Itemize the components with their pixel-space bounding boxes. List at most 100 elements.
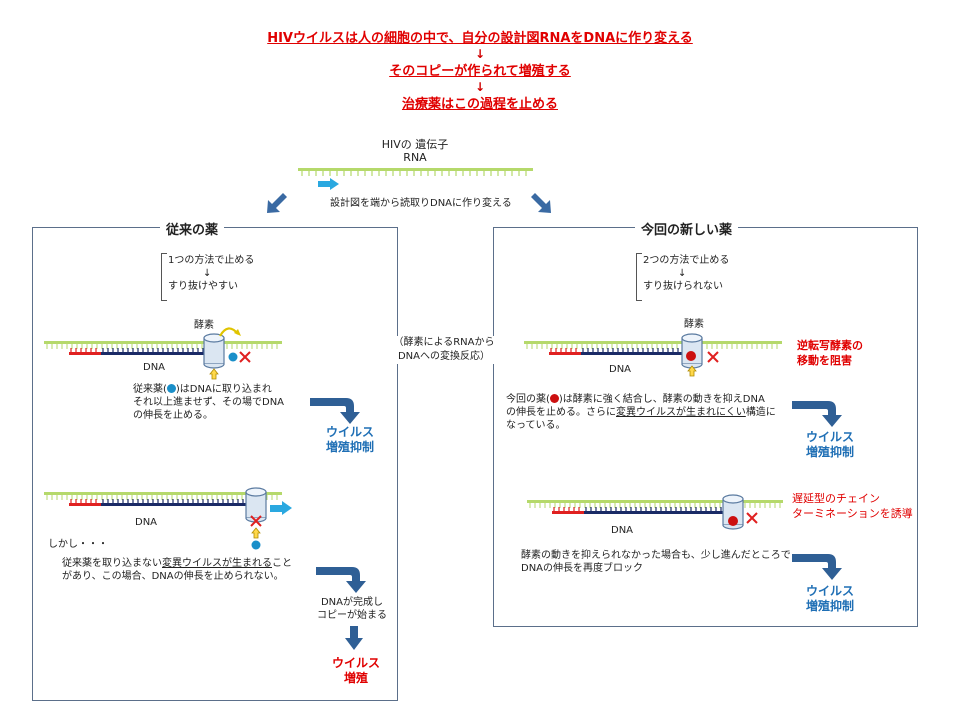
- right-strand-1-rna: [524, 341, 782, 344]
- right-desc-2: 酵素の動きを抑えられなかった場合も、少し進んだところで DNAの伸長を再度ブロッ…: [521, 549, 791, 575]
- left-desc-2-line-1a: 従来薬を取り込まない: [62, 558, 162, 569]
- right-note-1-line-1: 逆転写酵素の: [797, 339, 863, 352]
- left-cross-1-b: [239, 351, 251, 363]
- right-method-line-2: すり抜けられない: [643, 281, 723, 292]
- left-extend-arrow-body: [270, 505, 282, 512]
- left-method-line-2: すり抜けやすい: [168, 281, 238, 292]
- header-line-3: 治療薬はこの過程を止める: [401, 97, 558, 112]
- left-result-1-line-2: 増殖抑制: [326, 440, 375, 454]
- left-enzyme-label: 酵素: [194, 320, 214, 331]
- left-strand-2-primer: [69, 503, 101, 506]
- left-result-1-line-1: ウイルス: [326, 425, 375, 439]
- right-strand-1-dna: [581, 352, 690, 355]
- gene-label: HIVの 遺伝子 RNA: [340, 138, 490, 164]
- copy-begins-line-1: DNAが完成し: [320, 597, 384, 608]
- left-desc-2-line-1c: こと: [272, 558, 292, 569]
- right-result-2-line-2: 増殖抑制: [806, 599, 855, 613]
- left-down-arrow: [345, 626, 363, 650]
- left-desc-1-line-3: の伸長を止める。: [133, 410, 213, 421]
- left-panel-title: 従来の薬: [160, 219, 225, 238]
- right-new-drug-1: [686, 351, 696, 361]
- left-strand-2-rna: [44, 492, 282, 495]
- right-panel-title: 今回の新しい薬: [635, 219, 739, 238]
- left-enzyme-2-top: [245, 487, 267, 497]
- left-desc-2-line-2: があり、この場合、DNAの伸長を止められない。: [62, 571, 284, 582]
- left-old-drug-2: [251, 540, 261, 550]
- left-desc-1-line-2: それ以上進ませず、その場でDNA: [133, 397, 285, 408]
- left-bent-arrow-1: [310, 398, 360, 424]
- left-strand-1-dna: [101, 352, 212, 355]
- left-method-arrow: ↓: [203, 268, 212, 279]
- left-dna-label-1: DNA: [143, 362, 166, 373]
- left-result-2: ウイルス 増殖: [332, 656, 380, 686]
- left-method: 1つの方法で止める ↓ すり抜けやすい: [168, 254, 254, 293]
- right-result-1: ウイルス 増殖抑制: [806, 430, 854, 460]
- left-method-bracket: [161, 253, 167, 301]
- new-drug-icon: [549, 394, 559, 403]
- right-dna-label-1: DNA: [609, 364, 632, 375]
- right-method: 2つの方法で止める ↓ すり抜けられない: [643, 254, 729, 293]
- right-desc-1-line-3: なっている。: [506, 420, 566, 431]
- left-cross-2-b: [250, 515, 262, 527]
- left-result-2-line-1: ウイルス: [332, 656, 381, 670]
- copy-begins: DNAが完成し コピーが始まる: [312, 596, 392, 622]
- right-strand-2-dna: [584, 511, 730, 514]
- left-enzyme-1-top: [203, 333, 225, 343]
- left-strand-2-dna: [101, 503, 256, 506]
- left-result-1: ウイルス 増殖抑制: [326, 425, 374, 455]
- left-enzyme-rotate-head: [234, 329, 241, 336]
- split-arrow-left: [267, 193, 287, 213]
- right-desc-1-line-2a: の伸長を止める。さらに: [506, 407, 616, 418]
- right-strand-2-rna: [527, 500, 783, 503]
- right-desc-1-line-1b: )は酵素に強く結合し、酵素の動きを抑えDNA: [558, 394, 765, 405]
- right-desc-2-line-1: 酵素の動きを抑えられなかった場合も、少し進んだところで: [521, 550, 791, 561]
- right-result-1-line-2: 増殖抑制: [806, 445, 855, 459]
- right-strand-1-primer: [549, 352, 581, 355]
- right-enzyme-2-top: [722, 494, 744, 504]
- right-note-2-line-2: ターミネーションを誘導: [792, 507, 913, 520]
- right-panel: [493, 227, 918, 627]
- left-desc-2: 従来薬を取り込まない変異ウイルスが生まれること があり、この場合、DNAの伸長を…: [62, 557, 292, 583]
- right-new-drug-2: [728, 516, 738, 526]
- left-desc-1-line-1b: )はDNAに取り込まれ: [175, 384, 272, 395]
- top-rna-strand: [298, 168, 533, 176]
- left-desc-1: 従来薬()はDNAに取り込まれ それ以上進ませず、その場でDNA の伸長を止める…: [133, 383, 284, 422]
- left-extend-arrow-head: [282, 501, 292, 515]
- gene-label-line-1: HIVの 遺伝子: [381, 138, 449, 151]
- left-up-arrow-1: [209, 368, 219, 380]
- right-desc-2-line-2: DNAの伸長を再度ブロック: [521, 563, 644, 574]
- header: HIVウイルスは人の細胞の中で、自分の設計図RNAをDNAに作り変える ↓ その…: [0, 27, 960, 112]
- right-result-2-line-1: ウイルス: [806, 584, 855, 598]
- right-bent-arrow-1: [792, 401, 842, 427]
- right-note-2: 遅延型のチェイン ターミネーションを誘導: [792, 491, 913, 521]
- left-old-drug-1: [228, 352, 238, 362]
- old-drug-icon: [166, 384, 176, 393]
- right-bent-arrow-2: [792, 554, 842, 580]
- header-line-2: そのコピーが作られて増殖する: [389, 64, 571, 79]
- right-method-bracket: [636, 253, 642, 301]
- right-up-arrow-1: [687, 365, 697, 377]
- gene-label-line-2: RNA: [403, 151, 427, 164]
- right-result-1-line-1: ウイルス: [806, 430, 855, 444]
- right-cross-1-b: [707, 351, 719, 363]
- right-enzyme-1-top: [681, 333, 703, 343]
- right-enzyme-2-bottom: [722, 524, 744, 530]
- right-dna-label-2: DNA: [611, 525, 634, 536]
- right-strand-2-primer: [552, 511, 584, 514]
- left-result-2-line-2: 増殖: [344, 671, 369, 685]
- left-up-arrow-2: [251, 527, 261, 539]
- split-arrow-right: [531, 193, 551, 213]
- right-note-2-line-1: 遅延型のチェイン: [792, 492, 880, 505]
- left-desc-2-line-1b: 変異ウイルスが生まれる: [162, 558, 272, 569]
- center-note: （酵素によるRNAから DNAへの変換反応）: [383, 336, 505, 364]
- header-arrow-1: ↓: [474, 47, 486, 61]
- right-desc-1-line-2b: 変異ウイルスが生まれにくい: [616, 407, 746, 418]
- right-desc-1-line-2c: 構造に: [745, 407, 776, 418]
- header-arrow-2: ↓: [474, 80, 486, 94]
- however-text: しかし・・・: [48, 539, 108, 550]
- right-method-line-1: 2つの方法で止める: [643, 255, 730, 266]
- right-note-1: 逆転写酵素の 移動を阻害: [797, 338, 863, 368]
- copy-begins-line-2: コピーが始まる: [317, 610, 387, 621]
